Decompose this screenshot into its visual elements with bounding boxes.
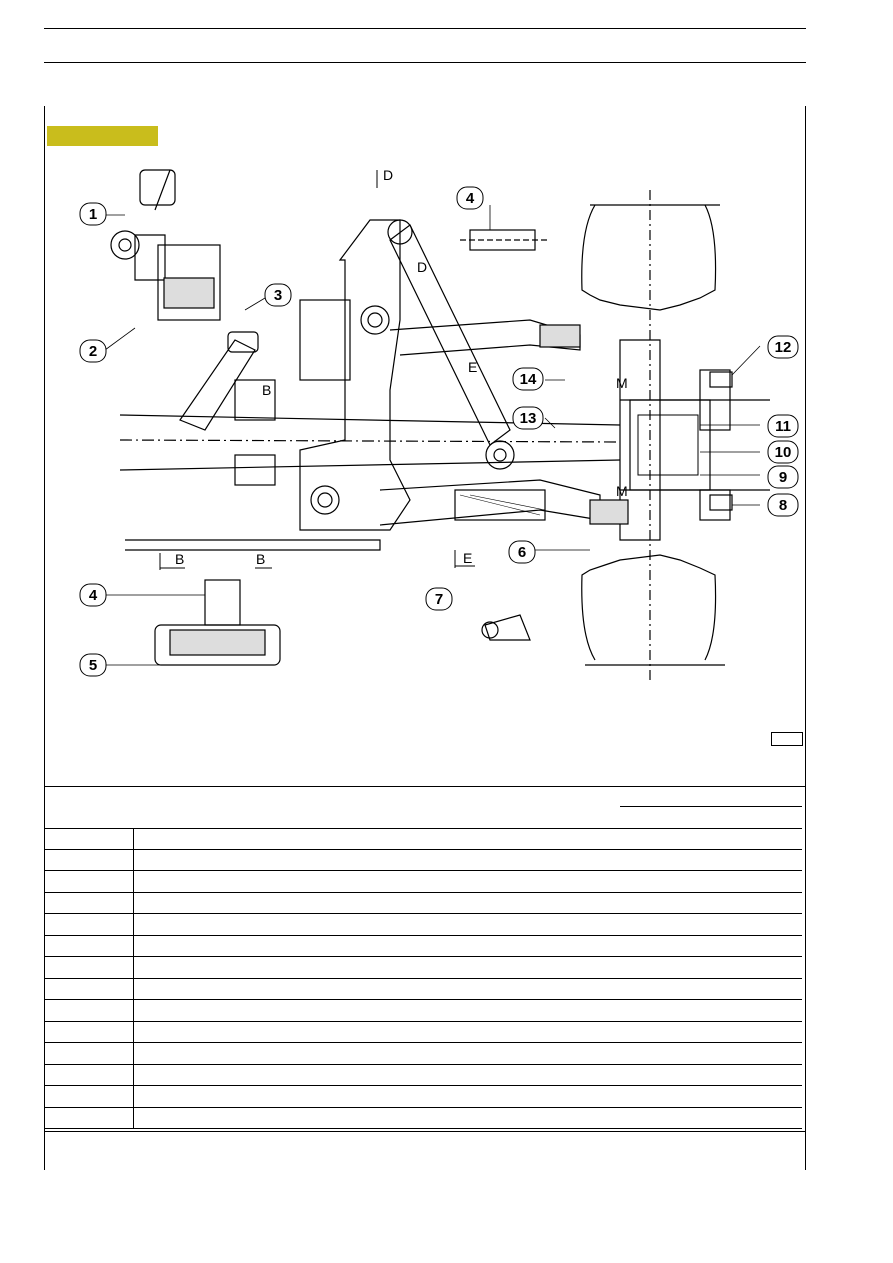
callout-13: 13 [520,410,537,427]
table-row [44,935,802,957]
table-cell-part [44,999,134,1022]
callout-2: 2 [89,343,97,360]
table-row [44,999,802,1022]
header-rule-bottom [44,62,806,63]
section-mark-d-top: D [383,167,393,183]
table-rule-short [620,806,802,807]
table-cell-description [133,1085,802,1108]
table-cell-description [133,849,802,871]
table-cell-description [133,828,802,850]
frame-right [805,106,806,1170]
suspension-drawing: 1 2 3 4 4 5 6 7 8 9 10 11 12 13 14 D D E… [79,167,799,680]
section-color-tag [47,126,158,146]
table-cell-part [44,892,134,914]
table-cell-part [44,1085,134,1108]
page-reference-box [771,732,803,746]
table-row [44,1107,802,1129]
callout-3: 3 [274,287,282,304]
table-row [44,1064,802,1086]
section-mark-e-top: E [468,359,477,375]
table-cell-part [44,935,134,957]
section-mark-b-right: B [256,551,265,567]
table-cell-part [44,1042,134,1065]
callout-12: 12 [775,339,792,356]
callout-8: 8 [779,497,787,514]
table-cell-description [133,1042,802,1065]
section-mark-m-lower: M [616,483,628,499]
table-cell-part [44,870,134,893]
callout-7: 7 [435,591,443,608]
table-cell-part [44,956,134,979]
table-cell-description [133,978,802,1000]
callout-1: 1 [89,206,97,223]
table-cell-description [133,1064,802,1086]
table-cell-part [44,978,134,1000]
footer-rule [44,1131,806,1132]
table-cell-part [44,1064,134,1086]
table-cell-description [133,935,802,957]
callout-9: 9 [779,469,787,486]
table-row [44,849,802,871]
table-cell-description [133,913,802,936]
table-cell-description [133,1107,802,1129]
table-cell-part [44,1021,134,1043]
table-cell-part [44,828,134,850]
callout-4b: 4 [89,587,98,604]
table-row [44,892,802,914]
callout-4a: 4 [466,190,475,207]
callout-14: 14 [520,371,537,388]
table-cell-description [133,1021,802,1043]
table-row [44,913,802,936]
table-cell-description [133,892,802,914]
section-mark-e-bottom: E [463,550,472,566]
frame-left [44,106,45,1170]
table-row [44,978,802,1000]
table-row [44,1042,802,1065]
table-cell-description [133,999,802,1022]
section-mark-d-shock: D [417,259,427,275]
table-cell-description [133,956,802,979]
table-row [44,1021,802,1043]
section-mark-b-left: B [175,551,184,567]
header-rule-top [44,28,806,29]
table-row [44,956,802,979]
table-rule-top [44,786,806,787]
table-row [44,828,802,850]
callout-10: 10 [775,444,792,461]
table-cell-part [44,849,134,871]
callout-6: 6 [518,544,526,561]
section-mark-b-upper: B [262,382,271,398]
callout-5: 5 [89,657,97,674]
table-cell-part [44,1107,134,1129]
table-cell-description [133,870,802,893]
table-row [44,870,802,893]
section-mark-m-upper: M [616,375,628,391]
table-row [44,1085,802,1108]
torque-table [44,828,802,1129]
callout-11: 11 [775,418,791,435]
table-cell-part [44,913,134,936]
